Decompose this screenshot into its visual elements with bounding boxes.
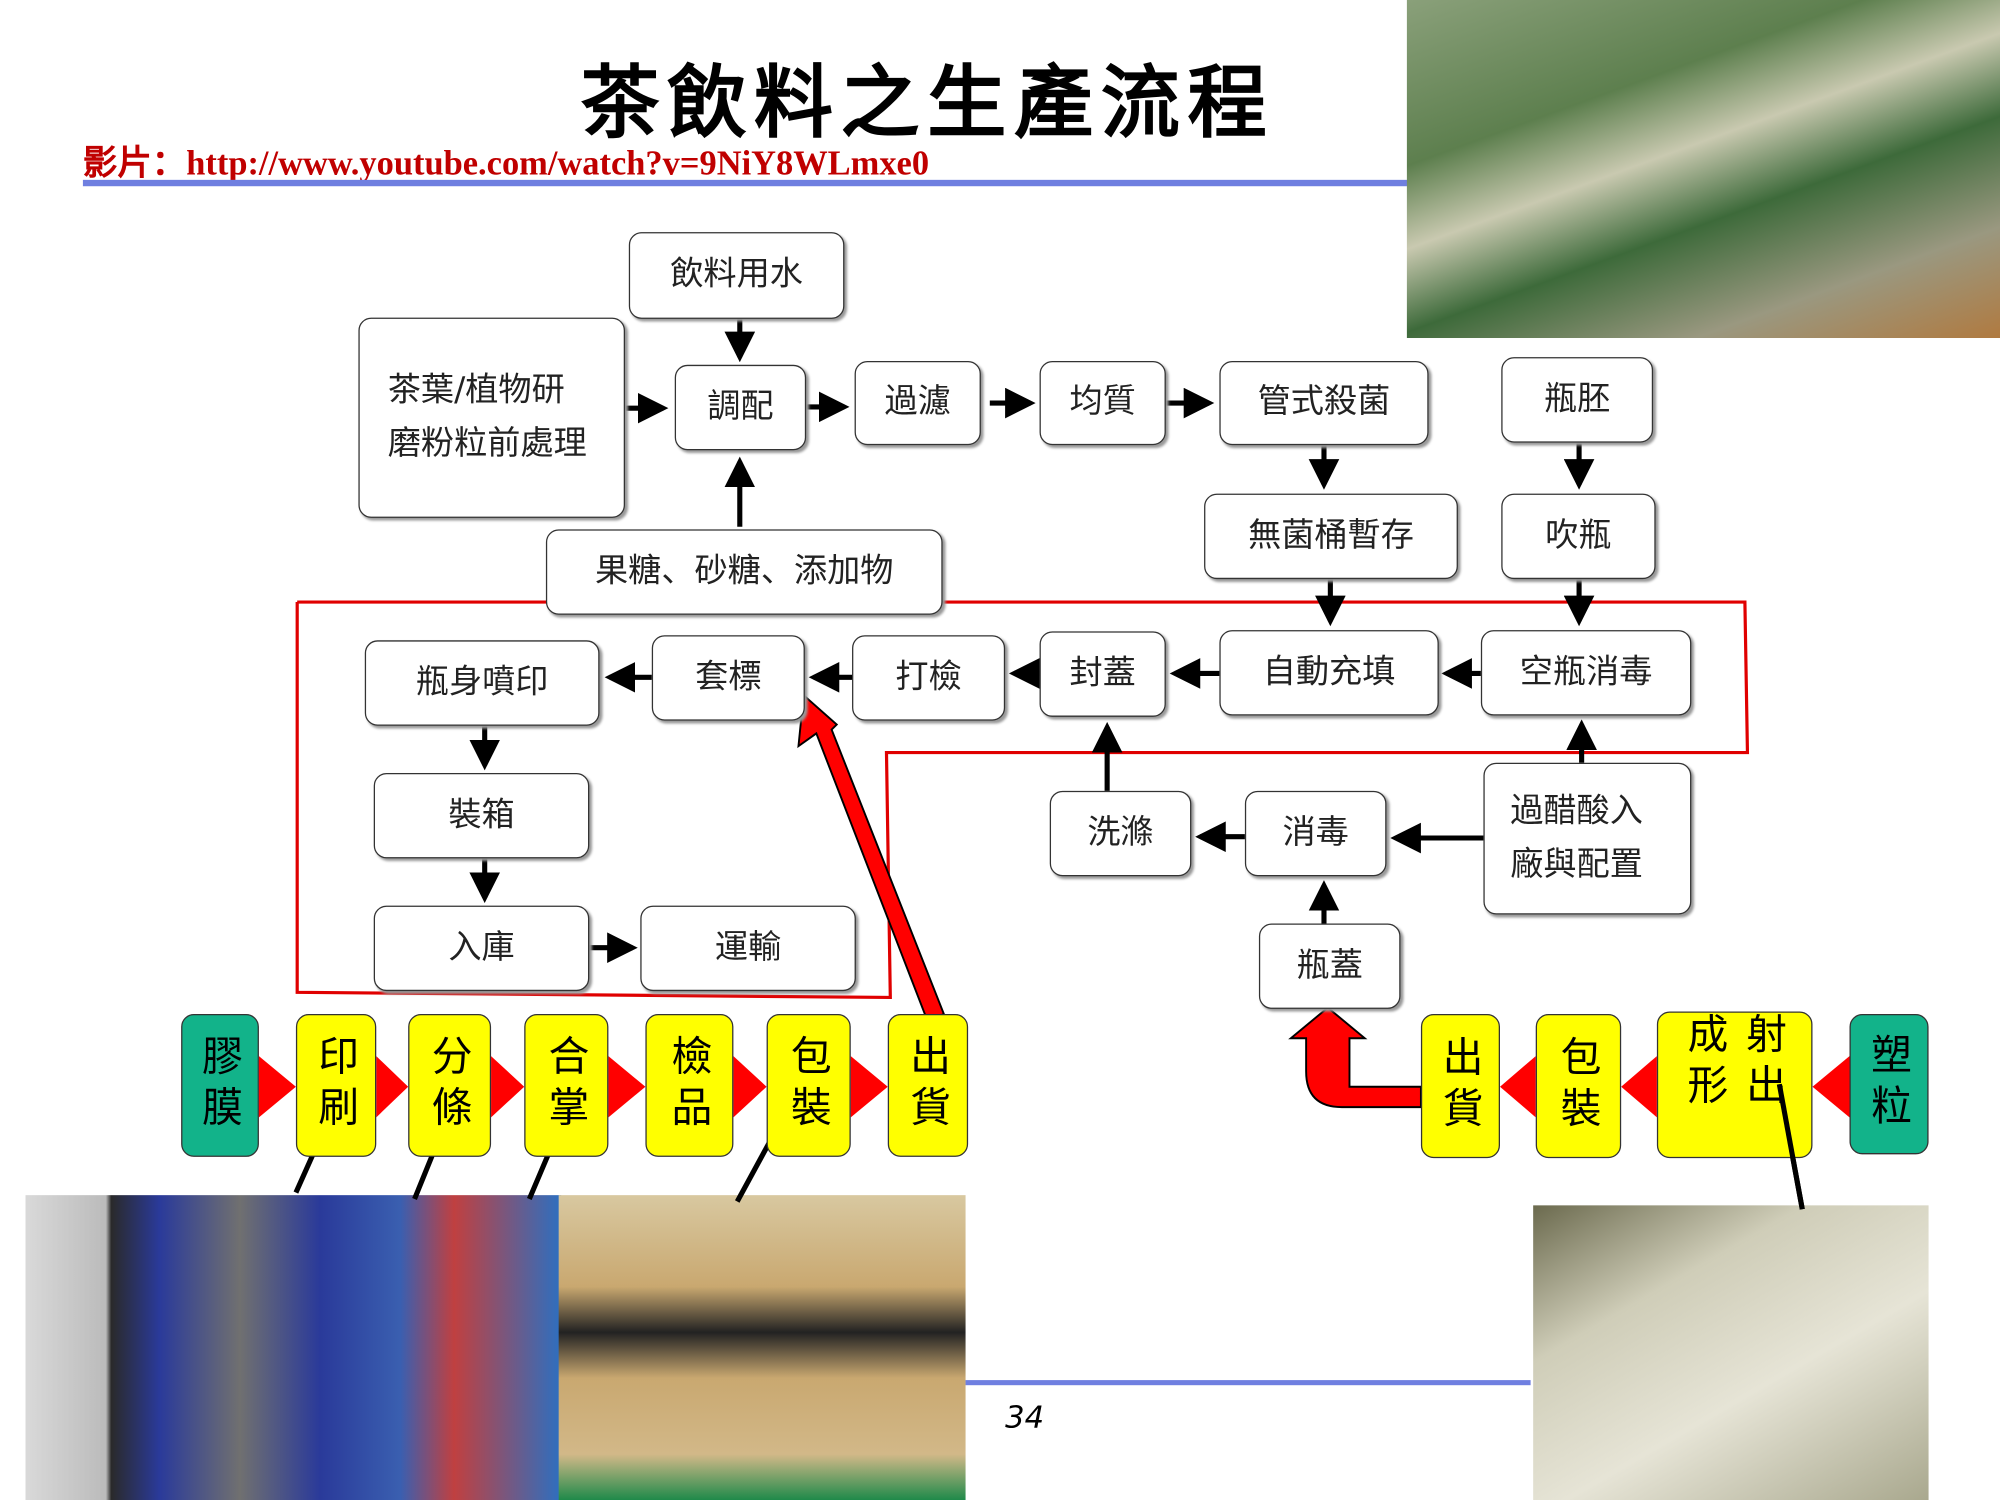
printing-workers-photo — [25, 1195, 562, 1500]
cap-chain-mold: 射出成形 — [1656, 1011, 1813, 1159]
step-bottle-cap: 瓶蓋 — [1258, 923, 1401, 1009]
step-sugar: 果糖、砂糖、添加物 — [545, 529, 943, 615]
step-print: 瓶身噴印 — [364, 640, 600, 726]
label-chain-pack: 包裝 — [766, 1014, 851, 1157]
step-disinfect: 消毒 — [1244, 790, 1387, 877]
step-sterilize: 管式殺菌 — [1219, 360, 1429, 446]
footer-divider — [965, 1380, 1531, 1386]
label-chain-ship: 出貨 — [887, 1014, 969, 1157]
step-inspect: 打檢 — [852, 635, 1006, 721]
chevron-right — [608, 1056, 646, 1118]
cap-chain-ship: 出貨 — [1420, 1014, 1500, 1159]
step-blend: 調配 — [674, 364, 807, 451]
step-fill: 自動充填 — [1219, 630, 1439, 716]
cap-chain-pack: 包裝 — [1535, 1014, 1622, 1159]
step-homogenize: 均質 — [1039, 360, 1166, 446]
chevron-right — [850, 1056, 888, 1118]
page-number: 34 — [1005, 1399, 1045, 1435]
chevron-right — [491, 1056, 525, 1118]
step-water: 飲料用水 — [628, 232, 845, 319]
title-divider — [82, 179, 1410, 187]
step-peracetic: 過醋酸入廠與配置 — [1483, 762, 1692, 915]
chevron-left — [1621, 1056, 1657, 1118]
factory-line-photo — [1406, 0, 2000, 339]
chevron-left — [1499, 1056, 1536, 1118]
step-boxing: 裝箱 — [373, 772, 590, 859]
chevron-right — [376, 1056, 409, 1118]
label-chain-print: 印刷 — [295, 1014, 377, 1157]
page-title: 茶飲料之生產流程 — [580, 56, 1275, 150]
step-preform: 瓶胚 — [1501, 357, 1654, 443]
red-outline-region — [295, 600, 1750, 1000]
label-chain-film: 膠膜 — [181, 1014, 259, 1157]
step-sleeve: 套標 — [651, 635, 805, 721]
chevron-right — [258, 1056, 296, 1118]
step-tea-prep: 茶葉/植物研磨粉粒前處理 — [358, 317, 625, 518]
boxed-products-photo — [558, 1195, 966, 1500]
step-cap-seal: 封蓋 — [1039, 631, 1166, 717]
cap-chain-pellet: 塑粒 — [1849, 1014, 1929, 1155]
label-chain-slit: 分條 — [408, 1014, 492, 1157]
chain-chevrons — [258, 1056, 1850, 1118]
step-bottle-disinfect: 空瓶消毒 — [1480, 630, 1692, 716]
chevron-left — [1812, 1056, 1850, 1118]
red-arrow-capship-to-cap — [1288, 1006, 1422, 1109]
label-chain-inspect: 檢品 — [645, 1014, 734, 1157]
video-link[interactable]: 影片：http://www.youtube.com/watch?v=9NiY8W… — [82, 144, 930, 183]
step-blow: 吹瓶 — [1501, 493, 1656, 580]
injection-machine-photo — [1533, 1205, 1929, 1500]
step-transport: 運輸 — [640, 905, 856, 992]
step-filter: 過濾 — [854, 360, 981, 446]
step-warehouse: 入庫 — [373, 905, 590, 992]
red-arrow-ship-to-sleeve — [797, 693, 946, 1022]
label-chain-seam: 合掌 — [524, 1014, 609, 1157]
step-aseptic-tank: 無菌桶暫存 — [1204, 493, 1458, 580]
chevron-right — [733, 1056, 767, 1118]
step-wash: 洗滌 — [1049, 790, 1192, 877]
